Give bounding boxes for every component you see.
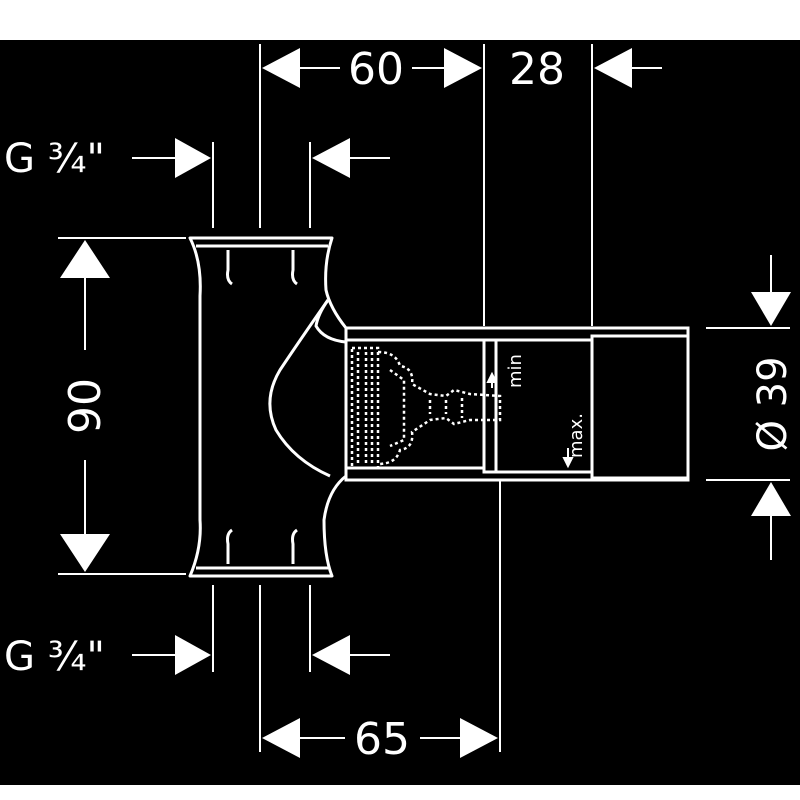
arrow-g-bottom-left — [175, 635, 211, 675]
arrow-39-top — [751, 292, 791, 326]
dimension-top-right-label: 28 — [509, 44, 565, 95]
valve-body — [188, 236, 348, 578]
dimension-arrows — [60, 48, 791, 758]
cartridge-housing — [344, 326, 690, 482]
min-max-markers — [486, 371, 574, 469]
dimension-height-label: 90 — [60, 378, 111, 434]
arrow-60-left — [262, 48, 300, 88]
drawing-background — [0, 40, 800, 785]
arrow-28-right — [594, 48, 632, 88]
dimension-diameter-label: Ø 39 — [750, 356, 796, 451]
arrow-g-top-right — [312, 138, 350, 178]
housing-cap — [590, 334, 690, 480]
arrow-65-left — [262, 718, 300, 758]
arrow-65-right — [460, 718, 498, 758]
arrow-39-bottom — [751, 482, 791, 516]
max-label: max. — [566, 413, 587, 458]
arrow-90-bottom — [60, 534, 110, 572]
cartridge-detail — [350, 346, 502, 470]
thread-label-top: G ¾" — [4, 136, 105, 182]
arrow-60-right — [444, 48, 482, 88]
dimension-top-left-label: 60 — [348, 44, 404, 95]
thread-label-bottom: G ¾" — [4, 634, 105, 680]
arrow-g-top-left — [175, 138, 211, 178]
dimension-bottom-label: 65 — [354, 714, 410, 765]
extension-lines — [58, 44, 790, 752]
min-label: min — [505, 354, 526, 388]
arrow-90-top — [60, 240, 110, 278]
arrow-g-bottom-right — [312, 635, 350, 675]
